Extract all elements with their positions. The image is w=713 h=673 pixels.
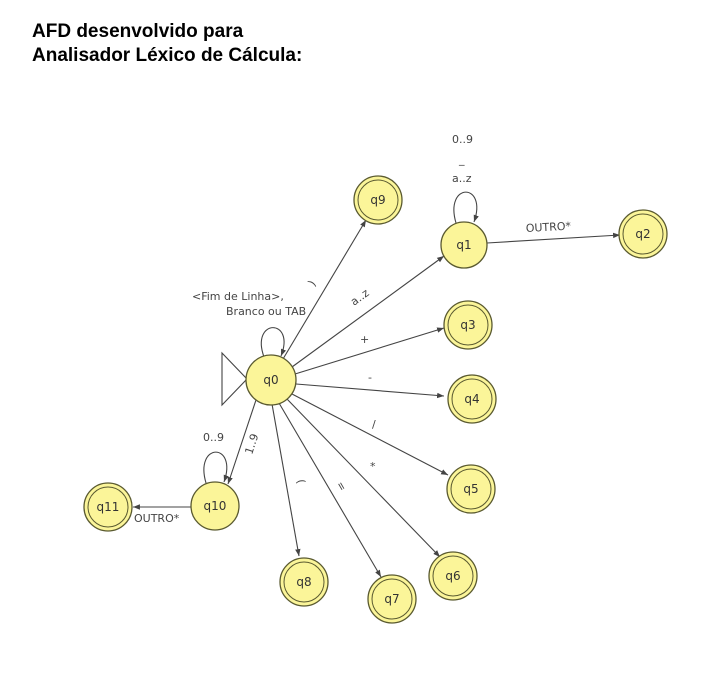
state-q2[interactable]: q2 <box>618 209 668 259</box>
page-title-line-2: Analisador Léxico de Cálcula: <box>32 45 303 66</box>
state-q10[interactable]: q10 <box>190 481 240 531</box>
edge-label-q1-q2: OUTRO* <box>525 220 571 235</box>
edge-label-q0-q5: / <box>372 418 376 431</box>
state-q1[interactable]: q1 <box>440 221 488 269</box>
edge-label-q10-q11: OUTRO* <box>134 512 180 525</box>
state-label-q4: q4 <box>464 392 479 406</box>
edge-q0-q1 <box>291 255 445 368</box>
state-label-q0: q0 <box>263 373 278 387</box>
edge-q0-q10 <box>227 396 258 485</box>
state-q8[interactable]: q8 <box>279 557 329 607</box>
page-title: AFD desenvolvido para Analisador Léxico … <box>32 20 302 68</box>
edge-label-q1-q1-line-1: 0..9 <box>452 133 473 146</box>
state-label-q6: q6 <box>445 569 460 583</box>
edge-label-q0-q0-line-1: <Fim de Linha>, <box>192 290 284 303</box>
edge-q1-q2 <box>486 232 621 244</box>
edge-q0-q9 <box>282 219 367 360</box>
state-label-q8: q8 <box>296 575 311 589</box>
state-label-q9: q9 <box>370 193 385 207</box>
state-q11[interactable]: q11 <box>83 482 133 532</box>
edge-label-q0-q3: + <box>360 333 369 346</box>
edge-label-q0-q6: * <box>370 460 376 473</box>
state-label-q7: q7 <box>384 592 399 606</box>
state-label-q11: q11 <box>97 500 120 514</box>
edge-q0-q0 <box>260 327 287 358</box>
state-q6[interactable]: q6 <box>428 551 478 601</box>
edge-q1-q1 <box>453 191 479 224</box>
edges <box>133 191 621 578</box>
edge-label-q0-q0-line-2: Branco ou TAB <box>226 305 306 318</box>
state-label-q3: q3 <box>460 318 475 332</box>
state-label-q5: q5 <box>463 482 478 496</box>
edge-q0-q3 <box>294 327 445 375</box>
state-q7[interactable]: q7 <box>367 574 417 624</box>
edge-label-q0-q1: a..z <box>348 286 372 308</box>
state-q3[interactable]: q3 <box>443 300 493 350</box>
edge-q0-q4 <box>295 383 445 399</box>
edge-label-q0-q10: 1..9 <box>242 432 261 456</box>
edge-label-q10-q10: 0..9 <box>203 431 224 444</box>
state-q9[interactable]: q9 <box>353 175 403 225</box>
edge-label-q0-q8: ( <box>294 478 308 484</box>
edge-q10-q10 <box>203 451 229 484</box>
edge-labels: <Fim de Linha>, Branco ou TAB ) a..z 0..… <box>134 133 572 525</box>
edge-label-q1-q1-line-2: _ <box>458 153 465 166</box>
page-title-line-1: AFD desenvolvido para <box>32 21 244 42</box>
edge-q0-q6 <box>286 398 441 558</box>
state-label-q2: q2 <box>635 227 650 241</box>
edge-label-q0-q4: - <box>368 371 372 384</box>
edge-q0-q8 <box>271 403 301 557</box>
edge-label-q0-q7: = <box>333 479 349 493</box>
edge-label-q1-q1-line-3: a..z <box>452 172 472 185</box>
initial-state-marker <box>221 351 248 407</box>
state-q5[interactable]: q5 <box>446 464 496 514</box>
edge-label-q0-q9: ) <box>306 278 319 289</box>
state-label-q1: q1 <box>456 238 471 252</box>
edge-q0-q5 <box>291 393 449 476</box>
state-label-q10: q10 <box>204 499 227 513</box>
state-q0[interactable]: q0 <box>245 354 297 406</box>
states: q0 q1 q2 q3 q4 <box>83 175 668 624</box>
state-q4[interactable]: q4 <box>447 374 497 424</box>
edge-q0-q7 <box>278 402 382 578</box>
